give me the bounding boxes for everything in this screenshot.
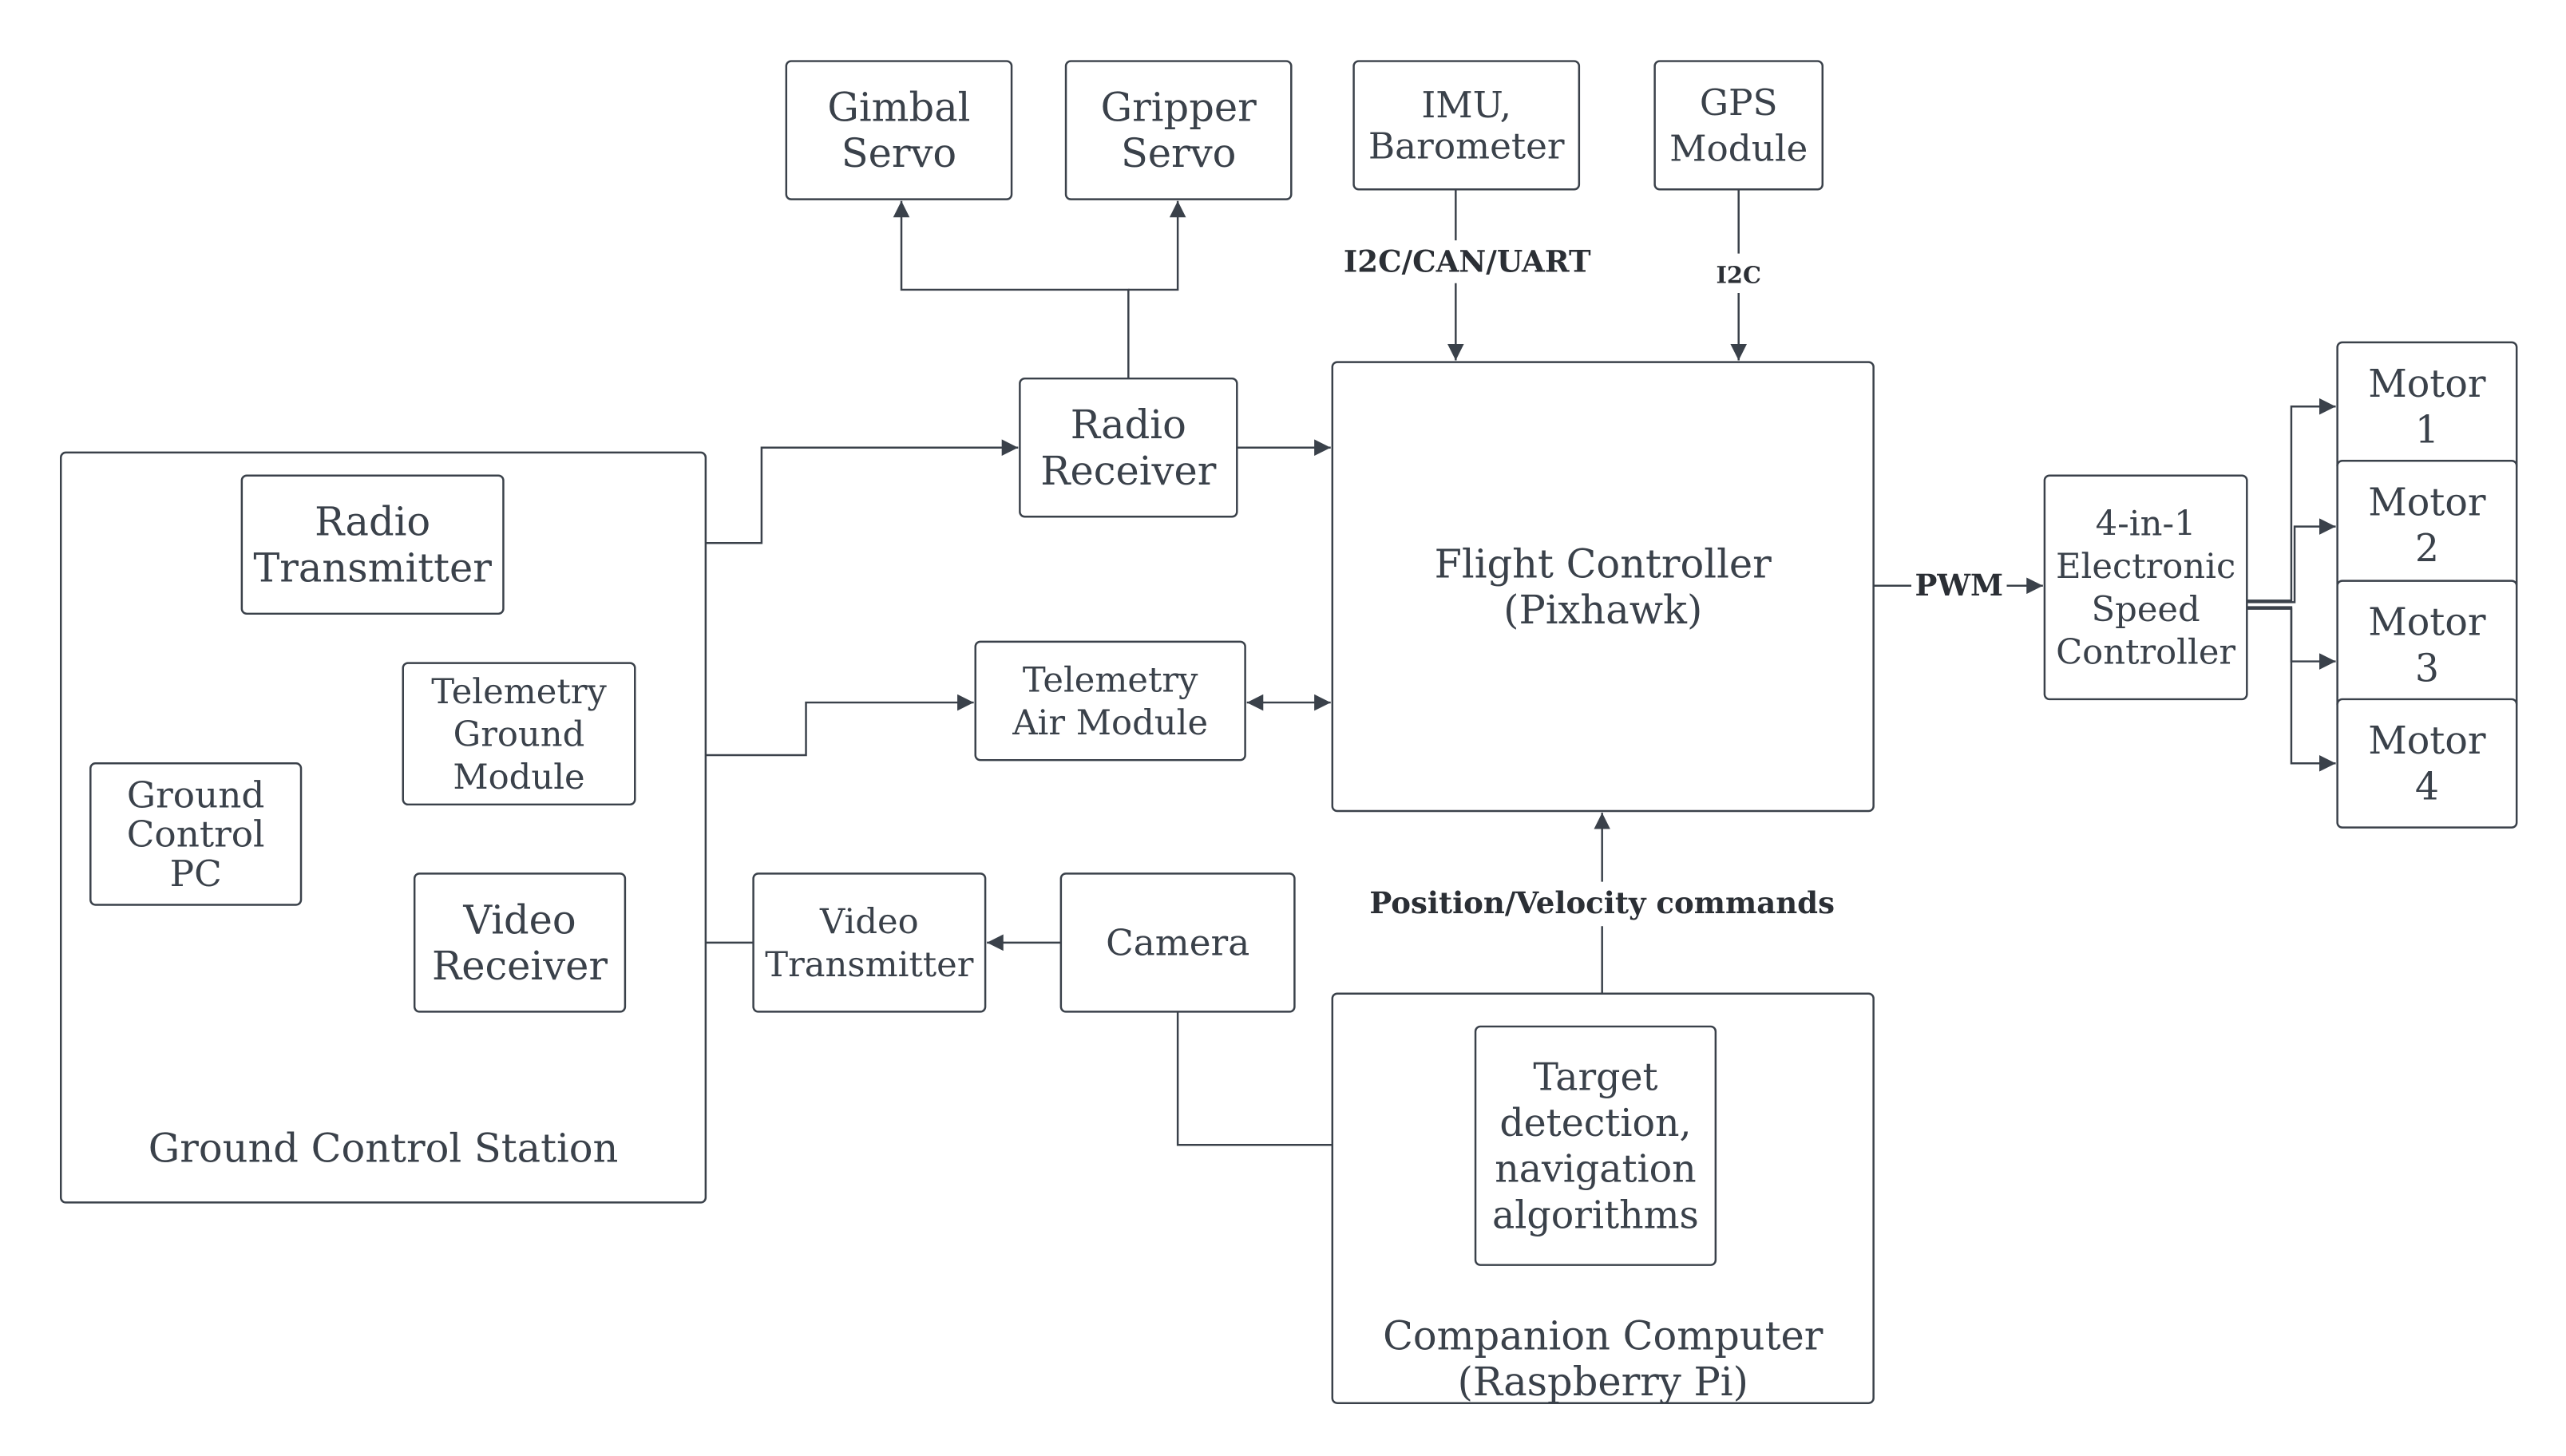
- edge-esc-to-motor4: [2247, 607, 2336, 772]
- node-label: (Raspberry Pi): [1458, 1359, 1748, 1405]
- node-label: Module: [1669, 128, 1808, 170]
- node-label: Ground Control Station: [148, 1126, 619, 1172]
- node-label: Gimbal: [827, 85, 970, 131]
- node-box: [785, 60, 1013, 200]
- node-label: Radio: [315, 499, 430, 545]
- node-box: [1352, 60, 1581, 191]
- node-label: (Pixhawk): [1503, 587, 1702, 633]
- node-label: Transmitter: [253, 544, 492, 591]
- node-label: Telemetry: [1023, 660, 1198, 700]
- node-label: Motor: [2368, 719, 2486, 763]
- node-label: Video: [462, 896, 576, 943]
- edge-label-imu-bus: I2C/CAN/UART: [1344, 243, 1591, 279]
- edge-label-gps-bus: I2C: [1716, 262, 1761, 289]
- node-camera: Camera: [1059, 872, 1296, 1013]
- node-label: Motor: [2368, 362, 2486, 406]
- edge-receiver-to-gimbal: [893, 200, 1130, 379]
- node-label: 3: [2415, 647, 2439, 690]
- node-box: [1653, 60, 1824, 191]
- edge-label-commands: Position/Velocity commands: [1369, 885, 1835, 920]
- node-label: Receiver: [1040, 448, 1216, 494]
- node-box: [89, 762, 303, 906]
- node-label: Servo: [841, 130, 956, 176]
- node-label: navigation: [1495, 1148, 1696, 1192]
- node-flight-controller: Flight Controller(Pixhawk): [1331, 361, 1875, 813]
- node-label: Telemetry: [431, 672, 607, 712]
- node-label: Air Module: [1012, 703, 1208, 743]
- node-label: Target: [1533, 1055, 1657, 1099]
- node-label: Servo: [1121, 130, 1236, 176]
- node-label: Camera: [1106, 922, 1249, 964]
- node-label: Companion Computer: [1383, 1313, 1824, 1359]
- node-label: algorithms: [1492, 1193, 1699, 1237]
- edge-esc-to-motor2: [2247, 518, 2336, 603]
- node-box: [1059, 872, 1296, 1013]
- node-label: 2: [2415, 527, 2439, 571]
- node-box: [413, 872, 627, 1013]
- node-box: [1064, 60, 1293, 200]
- node-label: Ground: [127, 774, 265, 816]
- node-label: Ground: [453, 714, 585, 754]
- node-box: [1331, 361, 1875, 813]
- node-label: Gripper: [1101, 85, 1257, 131]
- node-box: [2336, 698, 2518, 829]
- node-label: 1: [2415, 409, 2439, 453]
- node-label: Module: [453, 758, 584, 797]
- node-label: Control: [127, 813, 265, 856]
- node-label: Radio: [1071, 402, 1186, 448]
- node-box: [59, 451, 707, 1204]
- node-box: [752, 872, 987, 1013]
- node-label: Barometer: [1368, 125, 1565, 168]
- node-label: Receiver: [432, 943, 608, 989]
- node-label: 4: [2415, 766, 2439, 809]
- node-box: [1474, 1025, 1717, 1266]
- node-label: Speed: [2092, 590, 2200, 630]
- node-label: IMU,: [1421, 84, 1511, 126]
- node-label: Transmitter: [765, 945, 974, 985]
- node-label: Flight Controller: [1435, 540, 1772, 587]
- node-label: Motor: [2368, 601, 2486, 645]
- node-ground-control-station: Ground Control Station: [59, 451, 707, 1204]
- node-label: Video: [819, 902, 919, 942]
- node-label: detection,: [1499, 1102, 1691, 1145]
- node-label: Controller: [2056, 632, 2235, 672]
- edge-receiver-to-gripper: [1128, 200, 1186, 291]
- node-label: PC: [170, 853, 222, 895]
- edge-telemetry-ground-air: [636, 694, 974, 764]
- edge-esc-to-motor1: [2247, 398, 2336, 602]
- edge-label-pwm: PWM: [1915, 568, 2003, 603]
- node-box: [2043, 474, 2248, 701]
- node-label: GPS: [1700, 81, 1778, 124]
- node-box: [240, 474, 505, 615]
- node-label: Motor: [2368, 481, 2486, 524]
- node-imu: IMU,Barometer: [1352, 60, 1581, 191]
- node-box: [1019, 377, 1238, 518]
- node-box: [402, 662, 636, 806]
- node-label: 4-in-1: [2096, 504, 2196, 544]
- node-box: [974, 640, 1246, 762]
- node-label: Electronic: [2056, 547, 2235, 587]
